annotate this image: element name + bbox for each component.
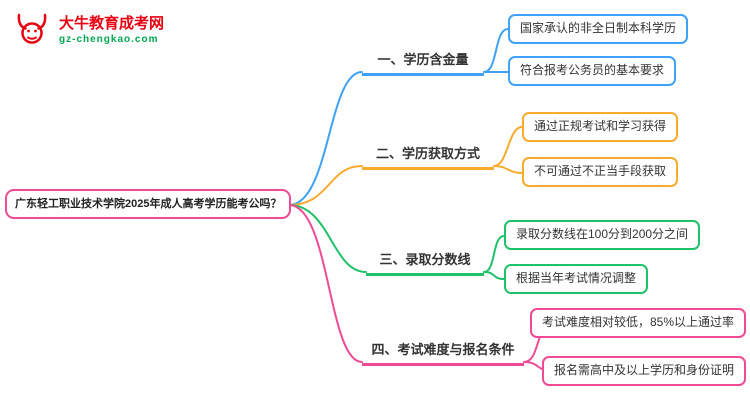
site-name: 大牛教育成考网	[59, 15, 165, 33]
branch-admission-score: 三、录取分数线	[366, 249, 484, 276]
site-url: gz-chengkao.com	[59, 34, 159, 46]
bull-logo-icon	[12, 8, 52, 53]
mindmap-root-node: 广东轻工职业技术学院2025年成人高考学历能考公吗？	[5, 189, 292, 220]
leaf-score-range: 录取分数线在100分到200分之间	[504, 220, 701, 250]
leaf-national-recognition: 国家承认的非全日制本科学历	[508, 14, 689, 44]
connector-branch3-leaf1	[483, 235, 505, 273]
connector-branch2-leaf1	[493, 126, 523, 167]
connector-branch3-leaf2	[483, 271, 505, 280]
leaf-no-improper-means: 不可通过不正当手段获取	[522, 157, 679, 187]
connector-root-branch-3	[288, 204, 367, 273]
site-logo: 大牛教育成考网 gz-chengkao.com	[12, 8, 164, 53]
leaf-yearly-adjustment: 根据当年考试情况调整	[504, 264, 649, 294]
branch-exam-difficulty-requirements: 四、考试难度与报名条件	[362, 339, 524, 366]
branch-acquisition-method: 二、学历获取方式	[362, 143, 494, 170]
leaf-civil-service-requirement: 符合报考公务员的基本要求	[508, 56, 677, 86]
leaf-pass-rate: 考试难度相对较低，85%以上通过率	[529, 308, 746, 338]
connector-root-branch-1	[288, 71, 363, 206]
connector-root-branch-2	[288, 165, 363, 206]
leaf-formal-exam-study: 通过正规考试和学习获得	[522, 112, 679, 142]
leaf-registration-requirements: 报名需高中及以上学历和身份证明	[541, 356, 746, 386]
branch-degree-value: 一、学历含金量	[362, 49, 484, 76]
connector-branch2-leaf2	[493, 165, 523, 174]
connector-root-branch-4	[288, 204, 363, 363]
connector-branch1-leaf1	[483, 28, 509, 73]
